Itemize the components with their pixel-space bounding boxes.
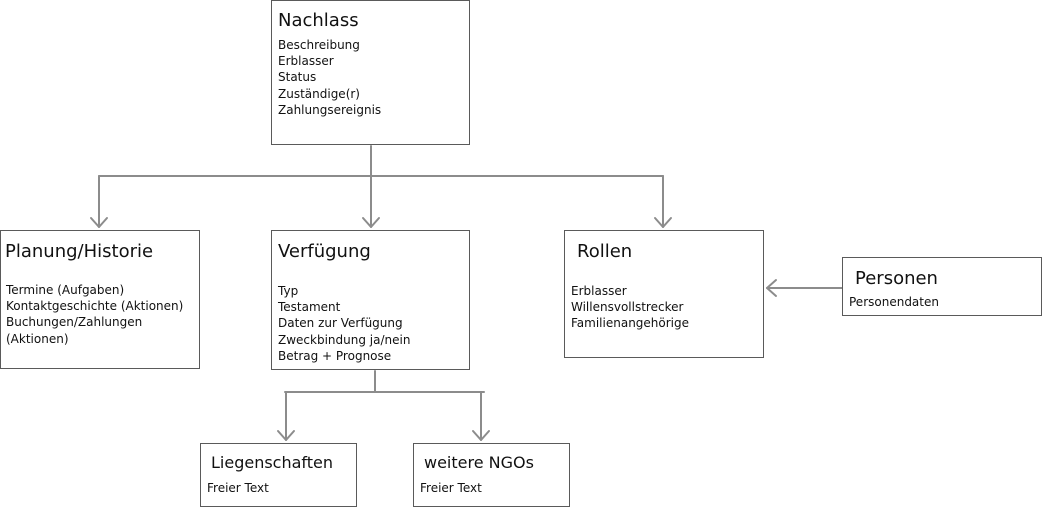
arrowhead-liegenschaften xyxy=(277,430,295,441)
arrowhead-verfuegung xyxy=(362,217,380,228)
arrowhead-planung xyxy=(90,217,108,228)
entity-field: Willensvollstrecker xyxy=(571,300,684,315)
entity-field: Termine (Aufgaben) xyxy=(6,283,125,297)
arrowhead-personen-rollen xyxy=(766,279,777,297)
entity-field-list: Termine (Aufgaben) Kontaktgeschichte (Ak… xyxy=(6,282,183,347)
entity-field-list: Erblasser Willensvollstrecker Familienan… xyxy=(571,283,689,332)
entity-title: Rollen xyxy=(577,241,633,262)
arrowhead-ngos xyxy=(472,430,490,441)
entity-box-personen: Personen Personendaten xyxy=(842,257,1042,316)
entity-field: Zahlungsereignis xyxy=(278,102,382,117)
entity-field: Beschreibung xyxy=(278,38,360,52)
entity-field: Erblasser xyxy=(571,284,627,298)
entity-field: Freier Text xyxy=(420,481,482,495)
entity-field: Status xyxy=(278,70,317,85)
entity-field: Erblasser xyxy=(278,54,334,69)
entity-field: Daten zur Verfügung xyxy=(278,316,403,331)
entity-title: Planung/Historie xyxy=(5,241,154,262)
entity-field-list: Freier Text xyxy=(420,480,482,496)
entity-title: Verfügung xyxy=(278,241,371,262)
entity-field-list: Beschreibung Erblasser Status Zuständige… xyxy=(278,37,381,118)
entity-box-planung-historie: Planung/Historie Termine (Aufgaben) Kont… xyxy=(0,230,200,369)
entity-field: Zuständige(r) xyxy=(278,86,360,101)
entity-field: Zweckbindung ja/nein xyxy=(278,332,411,347)
entity-field: Personendaten xyxy=(849,295,939,309)
entity-field: Testament xyxy=(278,300,341,315)
entity-field: Betrag + Prognose xyxy=(278,348,392,363)
entity-box-weitere-ngos: weitere NGOs Freier Text xyxy=(413,443,570,507)
entity-box-nachlass: Nachlass Beschreibung Erblasser Status Z… xyxy=(271,0,470,145)
entity-field: Typ xyxy=(278,284,299,298)
entity-field: Familienangehörige xyxy=(571,316,690,331)
entity-field: Buchungen/Zahlungen xyxy=(6,315,143,330)
entity-title: weitere NGOs xyxy=(424,453,534,472)
entity-field: (Aktionen) xyxy=(6,331,69,346)
entity-field: Kontaktgeschichte (Aktionen) xyxy=(6,299,184,314)
entity-box-liegenschaften: Liegenschaften Freier Text xyxy=(200,443,357,507)
entity-title: Liegenschaften xyxy=(211,453,334,472)
entity-field-list: Typ Testament Daten zur Verfügung Zweckb… xyxy=(278,283,410,364)
entity-field-list: Freier Text xyxy=(207,480,269,496)
arrowhead-rollen xyxy=(654,217,672,228)
entity-field-list: Personendaten xyxy=(849,294,939,310)
entity-title: Personen xyxy=(855,268,938,289)
entity-title: Nachlass xyxy=(278,10,359,31)
entity-box-verfuegung: Verfügung Typ Testament Daten zur Verfüg… xyxy=(271,230,470,370)
entity-field: Freier Text xyxy=(207,481,269,495)
entity-box-rollen: Rollen Erblasser Willensvollstrecker Fam… xyxy=(564,230,764,358)
